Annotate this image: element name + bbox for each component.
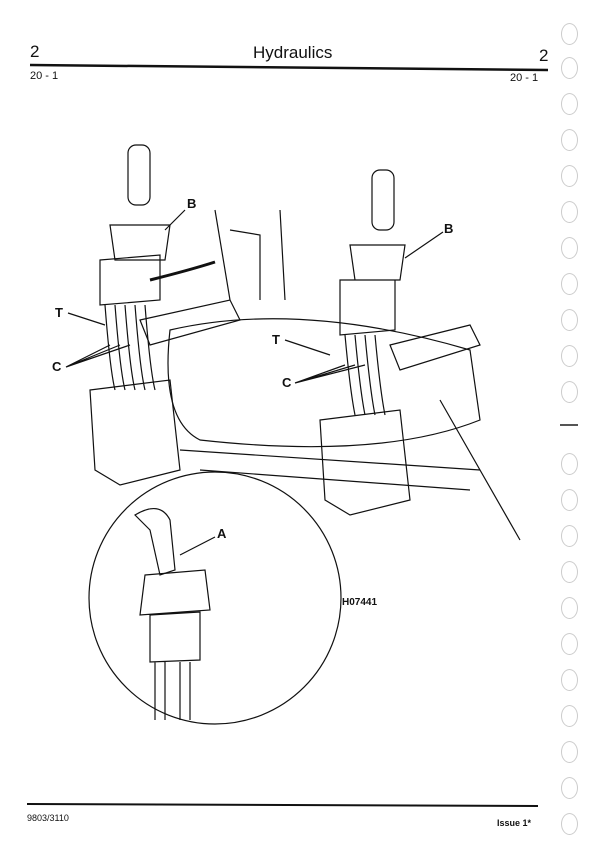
figure-id: H07441 [342, 597, 378, 608]
footer-rule [26, 803, 539, 807]
punch-hole [561, 57, 578, 79]
callout-c-left: C [52, 359, 62, 374]
callout-a: A [217, 526, 227, 541]
page-title: Hydraulics [253, 43, 333, 62]
punch-hole [561, 309, 578, 331]
page-number-right: 20 - 1 [510, 72, 539, 84]
callout-t-left: T [55, 305, 63, 320]
punch-hole [561, 165, 578, 187]
punch-hole [561, 453, 578, 475]
punch-hole [561, 525, 578, 547]
right-console [319, 324, 481, 516]
callout-t-right: T [272, 332, 280, 347]
punch-hole [561, 273, 578, 295]
punch-hole [561, 201, 578, 223]
punch-hole [561, 633, 578, 655]
punch-hole [561, 237, 578, 259]
left-console [89, 299, 241, 486]
section-number-right: 2 [539, 46, 549, 65]
seat [167, 318, 481, 448]
punch-hole [561, 93, 578, 115]
section-number-left: 2 [30, 42, 40, 61]
punch-hole [561, 597, 578, 619]
punch-hole [561, 813, 578, 835]
punch-hole [561, 669, 578, 691]
right-joystick-handle [371, 169, 395, 231]
punch-hole [561, 741, 578, 763]
index-tab-mark [560, 424, 578, 426]
punch-hole [561, 705, 578, 727]
punch-hole [561, 489, 578, 511]
detail-handle [134, 508, 176, 576]
issue-label: Issue 1* [497, 818, 532, 828]
left-joystick-handle [127, 144, 151, 206]
punch-hole [561, 345, 578, 367]
punch-hole [561, 381, 578, 403]
page-number-left: 20 - 1 [30, 70, 59, 82]
punch-hole [561, 129, 578, 151]
callout-b-left: B [187, 196, 197, 211]
punch-hole [561, 23, 578, 45]
doc-number: 9803/3110 [27, 813, 69, 823]
punch-hole [561, 561, 578, 583]
header-rule [29, 63, 549, 72]
detail-circle [88, 471, 342, 725]
punch-hole [561, 777, 578, 799]
callout-c-right: C [282, 375, 292, 390]
callout-b-right: B [444, 221, 454, 236]
